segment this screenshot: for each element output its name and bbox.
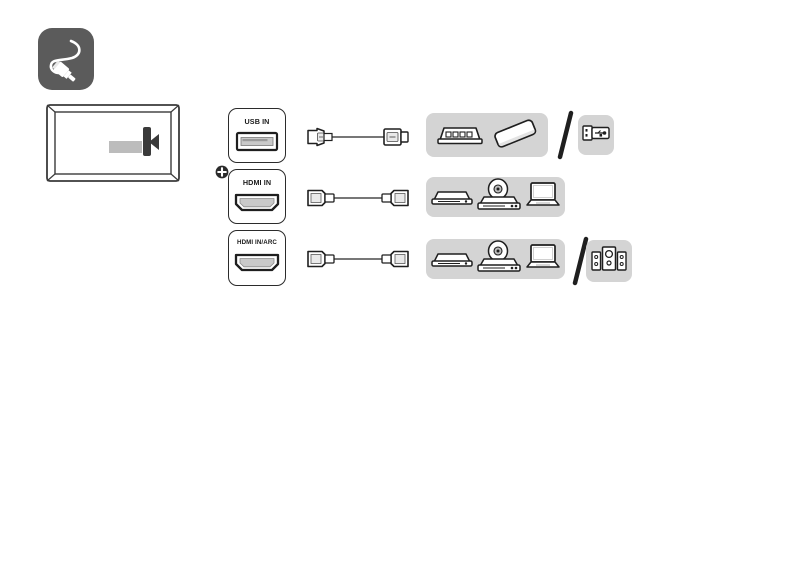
port-box-usb[interactable]: USB IN xyxy=(228,108,286,163)
hdmi-arc-jack-icon xyxy=(234,253,280,277)
hdmi-jack-icon xyxy=(234,193,280,217)
usb-hub-icon xyxy=(434,120,486,151)
set-top-box-icon xyxy=(430,184,474,211)
speaker-system-icon xyxy=(590,244,628,279)
device-group-hdmi-arc-secondary xyxy=(586,240,632,282)
usb-jack-icon xyxy=(235,132,279,156)
usb-flash-drive-icon xyxy=(581,123,611,148)
usb-cable xyxy=(306,126,410,153)
cable-plug-badge xyxy=(38,28,94,90)
hdmi-cable-2 xyxy=(306,249,410,274)
device-group-usb-secondary xyxy=(578,115,614,155)
device-group-hdmi-arc-primary xyxy=(426,239,565,279)
device-group-hdmi xyxy=(426,177,565,217)
port-label-usb: USB IN xyxy=(244,117,270,126)
port-label-hdmi: HDMI IN xyxy=(242,178,272,187)
laptop-icon xyxy=(524,242,562,277)
separator-slash-usb xyxy=(556,110,576,165)
port-box-hdmi[interactable]: HDMI IN xyxy=(228,169,286,224)
set-top-box-icon xyxy=(430,246,474,273)
port-label-hdmi-arc: HDMI IN/ARC xyxy=(237,239,277,246)
television-set xyxy=(46,104,180,182)
external-drive-icon xyxy=(490,116,540,155)
hdmi-cable-1 xyxy=(306,188,410,213)
plus-circle-icon xyxy=(215,165,229,179)
separator-slash-hdmi-arc xyxy=(571,236,591,291)
device-group-usb-primary xyxy=(426,113,548,157)
disc-player-icon xyxy=(476,239,522,279)
usb-cable-icon xyxy=(307,127,409,147)
tv-icon xyxy=(46,104,180,182)
hdmi-cable-icon xyxy=(307,250,409,268)
disc-player-icon xyxy=(476,177,522,217)
plus-badge-hdmi xyxy=(215,165,229,179)
laptop-icon xyxy=(524,180,562,215)
port-box-hdmi-arc[interactable]: HDMI IN/ARC xyxy=(228,230,286,286)
hdmi-cable-icon xyxy=(307,189,409,207)
cable-plug-icon xyxy=(49,39,81,82)
